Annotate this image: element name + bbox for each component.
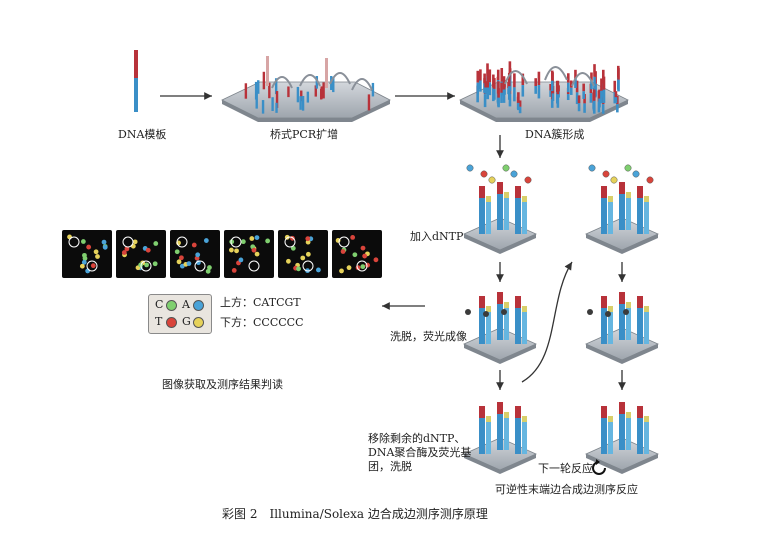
label-image-acquisition: 图像获取及测序结果判读 bbox=[162, 378, 283, 391]
cluster-plate bbox=[459, 61, 629, 122]
label-add-dntp: 加入dNTP bbox=[410, 230, 464, 243]
legend-t-dot bbox=[166, 317, 177, 328]
legend-c-dot bbox=[166, 300, 177, 311]
legend-a-label: A bbox=[182, 298, 190, 311]
label-bridge-pcr: 桥式PCR扩增 bbox=[270, 128, 339, 141]
fluorescence-image-strip bbox=[62, 230, 382, 278]
label-reversible-terminator: 可逆性末端边合成边测序反应 bbox=[495, 483, 638, 496]
label-remove-reagents: 移除剩余的dNTP、DNA聚合酶及荧光基团，洗脱 bbox=[368, 432, 472, 473]
label-next-round: 下一轮反应 bbox=[538, 462, 593, 475]
label-dna-template: DNA模板 bbox=[118, 128, 167, 141]
sbs-cycle-panels bbox=[463, 164, 659, 474]
dna-template-strand bbox=[134, 50, 138, 112]
cycle-icon-head bbox=[596, 459, 600, 465]
label-bottom-read: 下方：CCCCCC bbox=[220, 316, 304, 329]
cycle-icon bbox=[592, 461, 606, 475]
bridge-pcr-plate bbox=[221, 56, 391, 122]
label-wash-image: 洗脱，荧光成像 bbox=[390, 330, 467, 343]
base-color-legend: C A T G bbox=[148, 294, 212, 334]
arrow-next-round-curve bbox=[521, 261, 573, 383]
legend-t-label: T bbox=[155, 315, 163, 328]
label-top-read: 上方：CATCGT bbox=[220, 296, 301, 309]
legend-g-dot bbox=[193, 317, 204, 328]
legend-g-label: G bbox=[182, 315, 191, 328]
figure-caption: 彩图 2 Illumina/Solexa 边合成边测序测序原理 bbox=[222, 507, 488, 521]
label-cluster-formation: DNA簇形成 bbox=[525, 128, 585, 141]
legend-c-label: C bbox=[155, 298, 164, 311]
legend-a-dot bbox=[193, 300, 204, 311]
